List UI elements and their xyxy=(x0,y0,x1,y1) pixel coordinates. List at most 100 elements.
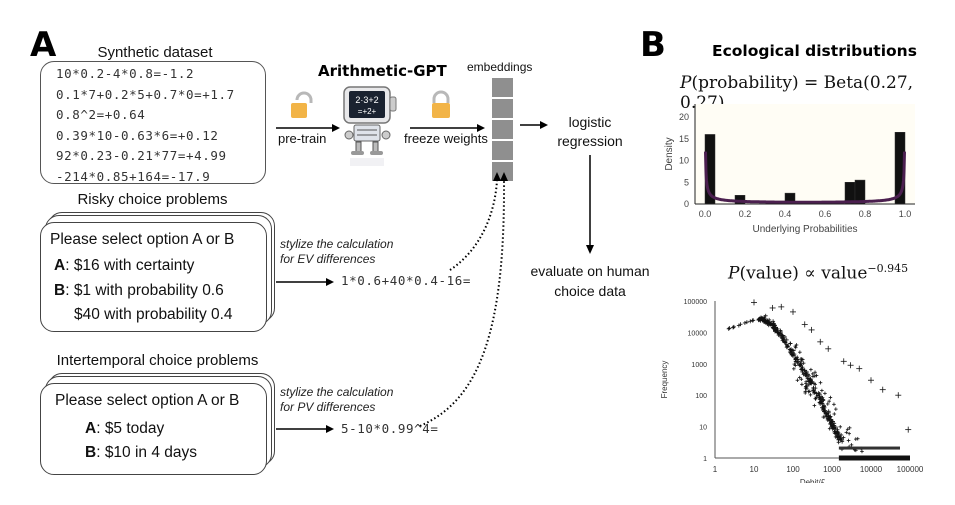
scatter-point xyxy=(847,426,852,430)
scatter-point xyxy=(797,375,802,380)
y-axis-label: Frequency xyxy=(660,361,669,399)
model-title: Arithmetic-GPT xyxy=(318,62,447,80)
scatter-point xyxy=(799,357,804,361)
risky-option-b: B: $1 with probability 0.6 xyxy=(54,282,224,300)
scatter-point xyxy=(840,438,845,443)
pretrain-arrow-group xyxy=(276,91,340,132)
scatter-point xyxy=(812,403,817,408)
scatter-point xyxy=(836,440,841,445)
scatter-outlier xyxy=(868,377,874,384)
y-tick-label: 0 xyxy=(684,199,689,209)
intertemporal-arrow xyxy=(276,425,334,433)
scatter-point xyxy=(818,397,823,402)
option-b-text: : $1 with probability 0.6 xyxy=(65,282,224,299)
scatter-outlier xyxy=(769,304,776,311)
scatter-outlier xyxy=(847,362,854,369)
scatter-point xyxy=(835,435,840,440)
scatter-point xyxy=(801,361,806,365)
scatter-point xyxy=(813,370,817,375)
x-tick-label: 0.0 xyxy=(699,209,712,219)
risky-expression: 1*0.6+40*0.4-16= xyxy=(341,273,472,288)
scatter-point xyxy=(838,425,843,429)
scatter-outlier xyxy=(879,386,886,393)
freeze-arrow-group xyxy=(410,90,485,132)
scatter-point xyxy=(825,402,830,406)
scatter-point xyxy=(821,397,826,402)
scatter-point xyxy=(773,327,778,332)
scatter-point xyxy=(783,340,788,345)
scatter-point xyxy=(833,425,838,430)
scatter-point xyxy=(782,334,787,339)
scatter-point xyxy=(841,435,846,440)
scatter-point xyxy=(814,373,819,378)
scatter-point xyxy=(828,395,833,400)
evaluate-label-line-1: evaluate on human xyxy=(530,263,650,279)
option-b-text: : $10 in 4 days xyxy=(96,444,198,461)
risky-note-line-1: stylize the calculation xyxy=(280,237,394,251)
scatter-point xyxy=(727,326,732,331)
scatter-point xyxy=(762,317,767,322)
synthetic-dataset-title: Synthetic dataset xyxy=(97,44,213,61)
scatter-point xyxy=(767,317,772,322)
floor-band xyxy=(838,455,910,461)
scatter-point xyxy=(835,431,840,436)
robot-screen-line-2: =+2+ xyxy=(358,107,377,116)
scatter-point xyxy=(817,392,822,397)
scatter-point xyxy=(805,387,809,391)
embeddings-to-regression-arrow xyxy=(520,121,548,129)
x-axis-label: Underlying Probabilities xyxy=(752,224,857,235)
scatter-point xyxy=(860,449,864,454)
scatter-point xyxy=(832,412,837,416)
risky-prompt: Please select option A or B xyxy=(50,231,235,248)
intertemporal-note-line-1: stylize the calculation xyxy=(280,385,394,399)
y-tick-label: 10 xyxy=(699,425,707,432)
scatter-point xyxy=(846,438,851,443)
scatter-point xyxy=(806,389,811,394)
embeddings-label: embeddings xyxy=(467,60,533,74)
y-tick-label: 1000 xyxy=(691,362,707,369)
scatter-point xyxy=(827,416,832,421)
scatter-point xyxy=(731,324,736,329)
scatter-point xyxy=(803,389,808,394)
scatter-point xyxy=(839,432,844,437)
scatter-point xyxy=(784,345,789,350)
scatter-point xyxy=(742,320,747,325)
robot-screen-line-1: 2·3+2 xyxy=(355,95,378,105)
scatter-point xyxy=(792,353,797,358)
floor-band-2 xyxy=(838,446,900,450)
risky-option-b-line-2: $40 with probability 0.4 xyxy=(74,306,233,323)
plot-area xyxy=(695,104,915,204)
scatter-point xyxy=(833,435,838,439)
scatter-point xyxy=(829,420,834,425)
scatter-point xyxy=(784,337,789,342)
x-axis-label: Debit/£ xyxy=(800,478,826,483)
intertemporal-note-line-2: for PV differences xyxy=(280,400,376,414)
scatter-point xyxy=(793,345,798,350)
scatter-point xyxy=(799,377,804,382)
scatter-point xyxy=(793,363,798,368)
ecological-title: Ecological distributions xyxy=(712,42,917,60)
x-tick-label: 100000 xyxy=(897,465,924,474)
beta-title-arg: (probability) xyxy=(691,73,799,93)
scatter-outlier xyxy=(895,392,902,399)
scatter-point xyxy=(813,396,818,401)
scatter-point xyxy=(794,359,798,364)
scatter-point xyxy=(847,431,851,436)
scatter-outlier xyxy=(801,321,808,328)
scatter-point xyxy=(827,426,832,431)
risky-choice-card: Please select option A or B A: $16 with … xyxy=(40,222,267,332)
scatter-point xyxy=(855,436,860,441)
scatter-point xyxy=(804,369,809,374)
scatter-point xyxy=(800,382,804,387)
scatter-point xyxy=(804,379,808,384)
scatter-point xyxy=(844,430,849,435)
x-tick-label: 0.4 xyxy=(779,209,792,219)
intertemporal-option-a: A: $5 today xyxy=(85,420,164,438)
dataset-line: -214*0.85+164=-17.9 xyxy=(56,168,211,184)
dataset-line: 92*0.23-0.21*77=+4.99 xyxy=(56,148,227,163)
scatter-point xyxy=(820,401,825,406)
panel-b-label: B xyxy=(640,25,666,65)
embedding-cell xyxy=(492,162,513,181)
